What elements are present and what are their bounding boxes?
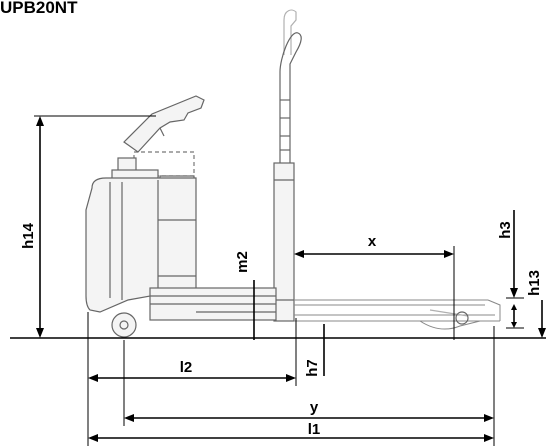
tiller-handle	[279, 32, 302, 165]
dimension-h14: h14	[20, 115, 156, 338]
label-h13: h13	[526, 270, 543, 296]
load-wheel	[455, 311, 469, 325]
label-l2: l2	[180, 359, 193, 376]
dimension-y: y	[124, 399, 494, 422]
tiller-raised-ghost	[283, 9, 297, 55]
dimension-x: x	[294, 233, 455, 340]
label-x: x	[368, 233, 377, 250]
label-m2: m2	[234, 251, 251, 273]
dimension-l2: l2	[88, 359, 296, 382]
dimension-h7: h7	[295, 318, 325, 377]
forks	[294, 299, 501, 330]
dimension-m2: m2	[234, 251, 255, 340]
label-h7: h7	[304, 359, 321, 377]
label-l1: l1	[308, 421, 321, 438]
dimension-l1: l1	[88, 421, 494, 442]
dimension-h13: h13	[506, 270, 546, 338]
pallet-truck-drawing	[85, 9, 501, 338]
label-h14: h14	[20, 222, 37, 249]
mast-column	[273, 162, 295, 322]
drive-wheel	[111, 312, 137, 338]
protective-arm	[123, 95, 205, 153]
drive-unit-body	[85, 177, 197, 313]
label-h3: h3	[497, 221, 514, 239]
label-y: y	[310, 399, 319, 416]
model-title: UPB20NT	[0, 0, 78, 17]
dimension-h3: h3	[497, 210, 524, 299]
